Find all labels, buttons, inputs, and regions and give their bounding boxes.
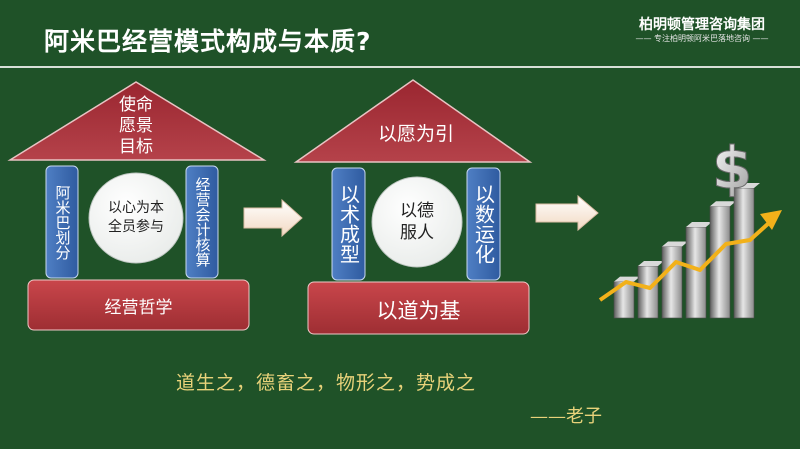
page-title: 阿米巴经营模式构成与本质? [44, 27, 372, 56]
brand-name: 柏明顿管理咨询集团 [639, 17, 765, 33]
roof-line-3: 目标 [119, 137, 153, 157]
left-base-label: 经营哲学 [104, 298, 173, 318]
growth-bar-top [734, 183, 760, 188]
growth-bar-top [638, 261, 664, 266]
right-center-circle [371, 176, 463, 268]
roof-line-2: 愿景 [119, 116, 153, 136]
left-pillar-a [45, 165, 79, 279]
right-base [307, 281, 530, 335]
left-center-circle [88, 172, 184, 264]
growth-bar [661, 246, 683, 319]
circle-line-2: 全员参与 [108, 219, 164, 235]
quote-author: ——老子 [530, 406, 602, 427]
right-pillar-a-label: 以术成型 [336, 184, 361, 264]
right-pillar-b-label: 以数运化 [471, 184, 496, 264]
quote-text: 道生之，德畜之，物形之，势成之 [176, 372, 477, 394]
growth-bar [685, 226, 707, 319]
growth-bar-top [662, 241, 688, 247]
right-circle-label: 以德 服人 [382, 200, 452, 244]
growth-chart-icon: $ [598, 134, 782, 319]
left-pillar-a-label: 阿米巴划分 [53, 184, 72, 260]
growth-bar-top [710, 201, 736, 207]
title-divider [0, 66, 800, 68]
circle-line-1: 以心为本 [108, 200, 164, 216]
growth-bar [733, 187, 755, 319]
left-roof-label: 使命 愿景 目标 [106, 95, 166, 158]
left-pillar-b-label: 经营会计核算 [193, 177, 212, 267]
left-roof [7, 81, 267, 161]
right-pillar-b [466, 167, 501, 281]
right-roof-label: 以愿为引 [377, 123, 454, 145]
circle-line-1: 以德 [400, 201, 434, 221]
left-pillar-b [185, 165, 219, 279]
growth-bar [637, 265, 659, 319]
left-circle-label: 以心为本 全员参与 [96, 199, 176, 237]
growth-bar [709, 205, 731, 319]
circle-line-2: 服人 [400, 223, 434, 243]
brand-tagline: —— 专注柏明顿阿米巴落地咨询 —— [635, 34, 769, 43]
trend-line [598, 220, 772, 302]
left-base [27, 279, 250, 331]
roof-line-1: 使命 [119, 95, 153, 115]
arrow-1 [243, 198, 303, 238]
trend-arrowhead [760, 210, 782, 230]
right-roof [293, 79, 533, 163]
arrow-2 [535, 194, 599, 232]
dollar-sign-icon: $ [712, 134, 752, 202]
right-base-label: 以道为基 [376, 299, 461, 323]
right-pillar-a [331, 167, 366, 281]
growth-bar-top [614, 276, 640, 282]
growth-bar-top [686, 222, 712, 227]
